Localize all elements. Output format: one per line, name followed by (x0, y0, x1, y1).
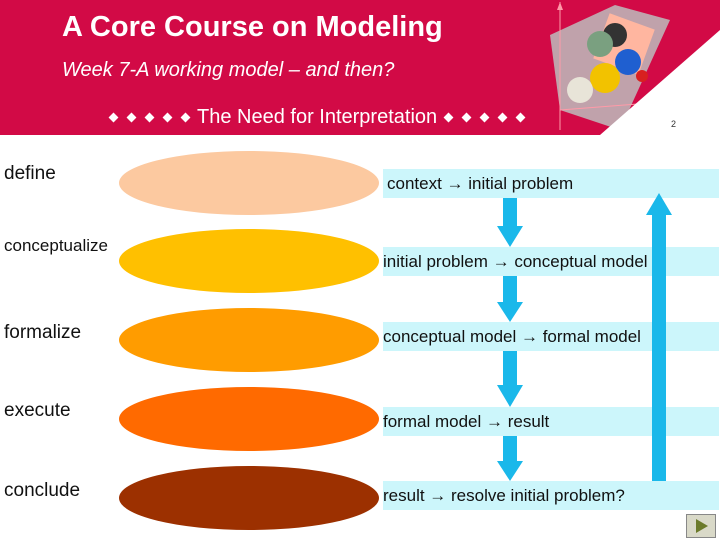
step-ellipse-execute (119, 387, 379, 451)
step-label-formalize: formalize (4, 322, 82, 343)
transition-text: result → resolve initial problem? (383, 485, 625, 505)
section-heading: The Need for Interpretation (108, 104, 526, 130)
down-arrow-icon (497, 276, 523, 322)
page-title: A Core Course on Modeling (62, 11, 443, 43)
step-ellipse-conceptualize (119, 229, 379, 293)
colored-balls-icon (550, 2, 716, 130)
step-label-conclude: conclude (4, 480, 81, 501)
transition-text: formal model → result (383, 411, 550, 431)
down-arrow-icon (497, 198, 523, 247)
transition-box-1: context → initial problem (383, 169, 719, 198)
up-arrow-icon (646, 193, 672, 481)
page-subtitle: Week 7-A working model – and then? (62, 59, 395, 81)
step-label-define: define (4, 163, 56, 184)
transition-box-5: result → resolve initial problem? (383, 481, 719, 510)
page-number: 2 (671, 119, 677, 129)
transition-text: conceptual model → formal model (383, 326, 641, 346)
section-title: The Need for Interpretation (197, 105, 438, 128)
play-triangle-icon (696, 519, 708, 533)
transition-text: context → initial problem (387, 173, 574, 193)
step-ellipse-define (119, 151, 379, 215)
down-arrow-icon (497, 351, 523, 407)
step-label-conceptualize: conceptualize (4, 236, 108, 255)
transition-text: initial problem → conceptual model (383, 251, 648, 271)
next-slide-button[interactable] (686, 514, 716, 538)
step-ellipse-conclude (119, 466, 379, 530)
down-arrow-icon (497, 436, 523, 481)
header-corner-cut (600, 30, 720, 135)
header-banner: A Core Course on Modeling Week 7-A worki… (0, 0, 720, 135)
step-label-execute: execute (4, 400, 71, 421)
step-ellipse-formalize (119, 308, 379, 372)
